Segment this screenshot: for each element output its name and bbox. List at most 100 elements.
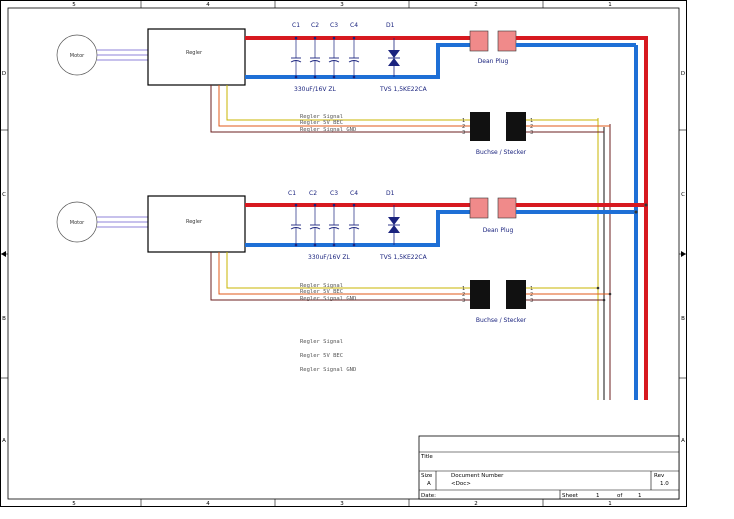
tvs-diode (388, 205, 400, 245)
capacitor-c1 (290, 205, 302, 245)
cap-value: 330uF/16V ZL (308, 254, 350, 261)
dean-plug-right (497, 30, 517, 52)
size-label: Size (421, 473, 433, 479)
pin-label: 1 (462, 118, 465, 124)
col-label-top: 5 (72, 2, 76, 8)
cap-label: C2 (311, 22, 319, 29)
signal-legend: Regler Signal Regler 5V BEC Regler Signa… (300, 339, 356, 373)
dean-plug-label: Dean Plug (478, 58, 509, 65)
diode-value: TVS 1,5KE22CA (379, 254, 428, 261)
capacitor-c3 (328, 205, 340, 245)
pin-label: 1 (530, 118, 533, 124)
col-label-bottom: 2 (474, 501, 478, 507)
title-label: Title (420, 454, 433, 460)
capacitor-c1 (290, 38, 302, 77)
diode-label: D1 (386, 22, 395, 29)
dean-plug-left (469, 30, 489, 52)
signal-label: Regler Signal GND (300, 296, 356, 302)
pin-label: 3 (530, 298, 533, 304)
pin-label: 2 (462, 124, 465, 130)
dean-plug-left (469, 197, 489, 219)
title-block: Title Size A Document Number <Doc> Rev 1… (418, 435, 680, 500)
legend-item: Regler Signal GND (300, 367, 356, 373)
tvs-diode (388, 38, 400, 77)
pin-label: 2 (462, 292, 465, 298)
capacitor-c3 (328, 38, 340, 77)
pin-label: 2 (530, 292, 533, 298)
cap-label: C4 (350, 190, 358, 197)
pin-label: 3 (462, 130, 465, 136)
stecker-connector (506, 280, 526, 309)
docnum-label: Document Number (451, 473, 504, 479)
cap-value: 330uF/16V ZL (294, 86, 336, 93)
dean-plug-label: Dean Plug (483, 227, 514, 234)
legend-item: Regler 5V BEC (300, 353, 343, 359)
stecker-connector (506, 112, 526, 141)
col-label-top: 1 (608, 2, 612, 8)
col-label-top: 4 (206, 2, 210, 8)
cap-label: C1 (292, 22, 300, 29)
date-label: Date: (421, 493, 436, 499)
motor-label: Motor (70, 53, 85, 59)
dean-plug-right (497, 197, 517, 219)
row-label-left: D (2, 71, 6, 77)
sheet-label: Sheet (562, 493, 579, 499)
regler-label: Regler (186, 50, 203, 56)
cap-label: C4 (350, 22, 358, 29)
col-label-bottom: 1 (608, 501, 612, 507)
signal-label: Regler 5V BEC (300, 289, 343, 295)
pin-label: 1 (462, 286, 465, 292)
stage-2: Motor Regler (56, 190, 648, 324)
cap-label: C3 (330, 22, 338, 29)
of-label: of (617, 493, 623, 499)
buchse-connector (470, 112, 490, 141)
row-label-left: A (2, 438, 6, 444)
vertical-buses (597, 36, 648, 400)
row-label-right: B (681, 316, 685, 322)
capacitor-c4 (348, 205, 360, 245)
sheet-frame: 5 4 3 2 1 5 4 3 2 1 D C B A D C B A (0, 0, 687, 507)
capacitor-c2 (309, 38, 321, 77)
pin-label: 1 (530, 286, 533, 292)
buchse-connector (470, 280, 490, 309)
col-label-bottom: 4 (206, 501, 210, 507)
buchse-label: Buchse / Stecker (476, 149, 527, 156)
docnum-value: <Doc> (451, 481, 471, 487)
buchse-label: Buchse / Stecker (476, 317, 527, 324)
signal-label: Regler Signal GND (300, 127, 356, 133)
col-label-top: 3 (340, 2, 344, 8)
rev-value: 1.0 (660, 481, 669, 487)
col-label-bottom: 3 (340, 501, 344, 507)
of-value: 1 (638, 493, 642, 499)
regler-block (147, 195, 246, 253)
signal-label: Regler 5V BEC (300, 120, 343, 126)
row-label-left: C (2, 192, 6, 198)
capacitor-c2 (309, 205, 321, 245)
legend-item: Regler Signal (300, 339, 343, 345)
cap-label: C1 (288, 190, 296, 197)
capacitor-c4 (348, 38, 360, 77)
cap-label: C3 (330, 190, 338, 197)
row-label-right: C (681, 192, 685, 198)
regler-label: Regler (186, 219, 203, 225)
stage-1: Motor Regler (56, 22, 646, 156)
pin-label: 3 (462, 298, 465, 304)
pin-label: 3 (530, 130, 533, 136)
sheet-value: 1 (596, 493, 600, 499)
row-label-right: A (681, 438, 685, 444)
signal-label: Regler Signal (300, 114, 343, 120)
rev-label: Rev (654, 473, 665, 479)
row-label-right: D (681, 71, 685, 77)
diode-value: TVS 1,5KE22CA (379, 86, 428, 93)
col-label-top: 2 (474, 2, 478, 8)
row-label-left: B (2, 316, 6, 322)
regler-block (147, 28, 246, 86)
signal-label: Regler Signal (300, 283, 343, 289)
col-label-bottom: 5 (72, 501, 76, 507)
motor-label: Motor (70, 220, 85, 226)
size-value: A (427, 481, 431, 487)
diode-label: D1 (386, 190, 395, 197)
pin-label: 2 (530, 124, 533, 130)
